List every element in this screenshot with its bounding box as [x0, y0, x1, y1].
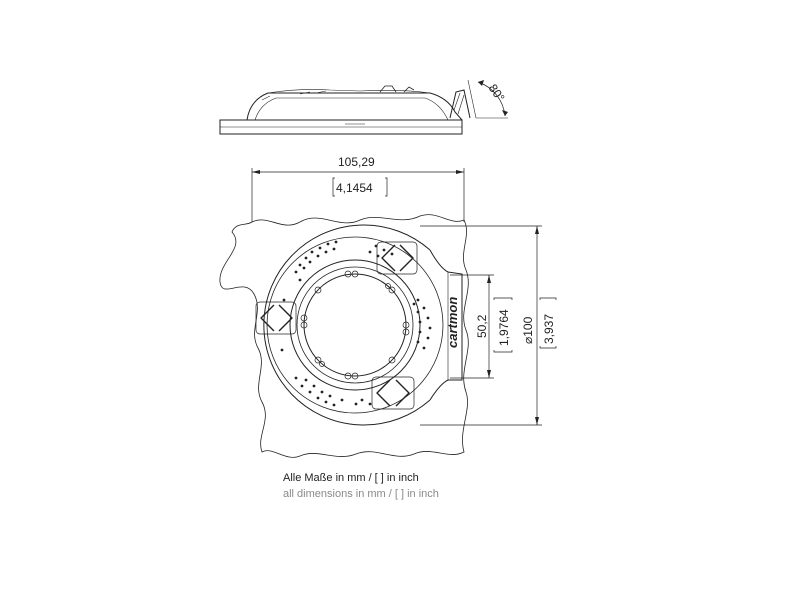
break-outline — [219, 214, 469, 458]
note-german: Alle Maße in mm / [ ] in inch — [283, 472, 419, 484]
outer-inch-label: 3,937 — [542, 314, 556, 344]
outer-mm-label: ⌀100 — [521, 316, 535, 344]
locking-arrows — [255, 241, 418, 410]
vent-pattern — [280, 240, 432, 407]
height-dimensions — [420, 225, 557, 426]
mounting-holes — [300, 270, 410, 380]
width-dimension — [251, 168, 465, 222]
width-inch-label: 4,1454 — [336, 181, 373, 195]
top-view — [219, 214, 469, 458]
side-view — [219, 79, 508, 135]
width-mm-label: 105,29 — [338, 155, 375, 169]
brand-label: cartmon — [445, 297, 460, 348]
inner-inch-label: 1,9764 — [497, 309, 511, 346]
angle-label: 80° — [486, 81, 508, 104]
note-english: all dimensions in mm / [ ] in inch — [283, 488, 439, 500]
inner-mm-label: 50,2 — [475, 314, 489, 338]
